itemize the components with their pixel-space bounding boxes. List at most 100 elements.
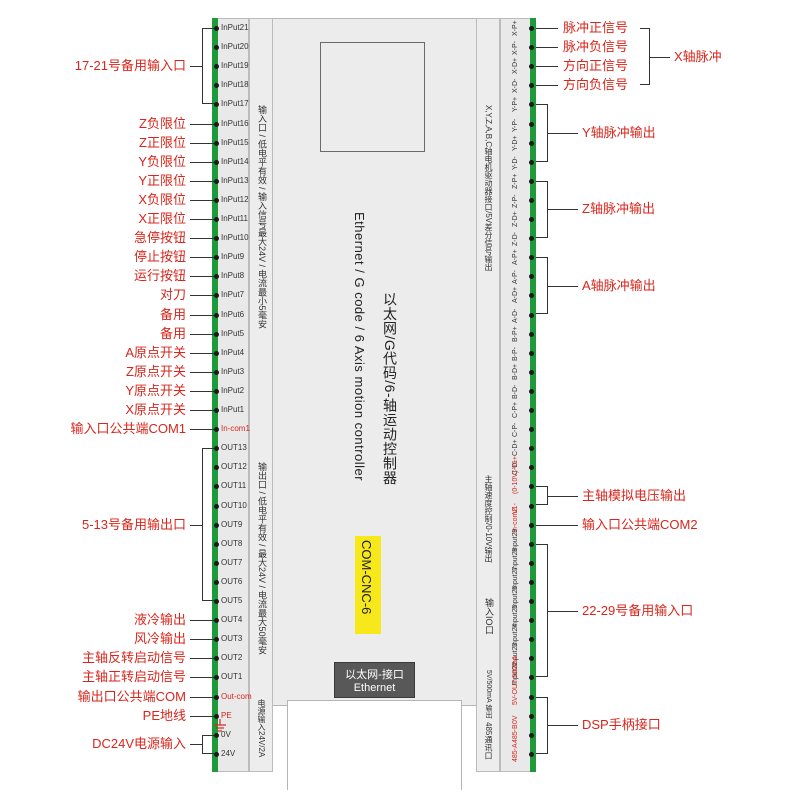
terminal-screw-icon[interactable] (529, 83, 534, 89)
terminal-screw-icon[interactable] (529, 293, 534, 299)
terminal-screw-icon[interactable] (529, 560, 534, 566)
annotation-spare5: 备用 (159, 325, 186, 341)
terminal-screw-icon[interactable] (214, 140, 219, 146)
terminal-screw-icon[interactable] (214, 121, 219, 127)
terminal-screw-icon[interactable] (529, 446, 534, 452)
terminal-screw-icon[interactable] (529, 408, 534, 413)
terminal-screw-icon[interactable] (529, 484, 534, 490)
terminal-screw-icon[interactable] (529, 331, 534, 337)
terminal-screw-icon[interactable] (214, 465, 219, 471)
terminal-screw-icon[interactable] (529, 274, 534, 280)
terminal-screw-icon[interactable] (529, 388, 534, 394)
leader-line (650, 56, 670, 58)
terminal-screw-icon[interactable] (529, 503, 534, 509)
terminal-screw-icon[interactable] (529, 121, 534, 127)
terminal-screw-icon[interactable] (214, 713, 219, 719)
terminal-screw-icon[interactable] (214, 446, 219, 452)
terminal-screw-icon[interactable] (529, 713, 534, 719)
terminal-screw-icon[interactable] (214, 312, 219, 318)
terminal-screw-icon[interactable] (529, 45, 534, 51)
terminal-screw-icon[interactable] (214, 197, 219, 203)
terminal-screw-icon[interactable] (214, 637, 219, 643)
terminal-screw-icon[interactable] (529, 694, 534, 700)
terminal-screw-icon[interactable] (214, 694, 219, 700)
terminal-screw-icon[interactable] (529, 732, 534, 738)
terminal-screw-icon[interactable] (214, 102, 219, 108)
terminal-screw-icon[interactable] (529, 751, 534, 757)
terminal-screw-icon[interactable] (529, 197, 534, 203)
terminal-screw-icon[interactable] (529, 675, 534, 681)
terminal-screw-icon[interactable] (529, 656, 534, 662)
terminal-screw-icon[interactable] (214, 503, 219, 509)
terminal-screw-icon[interactable] (214, 159, 219, 165)
terminal-screw-icon[interactable] (529, 140, 534, 146)
terminal-screw-icon[interactable] (529, 522, 534, 528)
terminal-screw-icon[interactable] (214, 560, 219, 566)
terminal-screw-icon[interactable] (214, 178, 219, 184)
terminal-screw-icon[interactable] (529, 541, 534, 547)
right-pin-label: X-D- (512, 78, 519, 94)
terminal-screw-icon[interactable] (214, 369, 219, 375)
terminal-screw-icon[interactable] (529, 579, 534, 585)
terminal-screw-icon[interactable] (529, 618, 534, 624)
input-port-note: 输入IO口 (484, 598, 494, 635)
annotation-inputs-22-29: 22-29号备用输入口 (582, 602, 694, 618)
terminal-screw-icon[interactable] (529, 427, 534, 433)
left-pin-label: OUT1 (221, 672, 243, 682)
terminal-screw-icon[interactable] (529, 217, 534, 222)
terminal-screw-icon[interactable] (214, 579, 219, 585)
left-pin-label: OUT5 (221, 596, 243, 605)
left-pin-label: OUT8 (221, 538, 243, 548)
terminal-screw-icon[interactable] (214, 45, 219, 51)
terminal-screw-icon[interactable] (214, 331, 219, 337)
terminal-screw-icon[interactable] (214, 522, 219, 528)
terminal-screw-icon[interactable] (214, 675, 219, 681)
terminal-screw-icon[interactable] (214, 217, 219, 222)
terminal-screw-icon[interactable] (214, 26, 219, 31)
terminal-screw-icon[interactable] (214, 255, 219, 261)
leader-line (190, 429, 214, 431)
terminal-screw-icon[interactable] (214, 236, 219, 242)
terminal-screw-icon[interactable] (214, 541, 219, 547)
terminal-screw-icon[interactable] (214, 751, 219, 757)
terminal-screw-icon[interactable] (529, 465, 534, 471)
terminal-screw-icon[interactable] (529, 26, 534, 31)
left-pin-label: InPut10 (221, 233, 249, 243)
terminal-screw-icon[interactable] (214, 293, 219, 299)
left-pin-label: 24V (221, 748, 236, 758)
terminal-screw-icon[interactable] (529, 64, 534, 70)
annotation-y-pos-limit: Y正限位 (138, 172, 186, 188)
terminal-screw-icon[interactable] (529, 312, 534, 318)
terminal-screw-icon[interactable] (214, 656, 219, 662)
annotation-y-home: Y原点开关 (125, 382, 186, 398)
terminal-screw-icon[interactable] (214, 618, 219, 624)
leader-line (536, 28, 558, 29)
leader-line (190, 620, 214, 622)
terminal-screw-icon[interactable] (214, 408, 219, 413)
terminal-screw-icon[interactable] (529, 159, 534, 165)
terminal-screw-icon[interactable] (529, 255, 534, 261)
terminal-screw-icon[interactable] (529, 178, 534, 184)
terminal-screw-icon[interactable] (214, 350, 219, 356)
terminal-screw-icon[interactable] (214, 484, 219, 490)
terminal-screw-icon[interactable] (214, 274, 219, 280)
leader-line (548, 610, 578, 612)
terminal-screw-icon[interactable] (214, 599, 219, 604)
left-pin-label: InPut4 (221, 347, 245, 357)
terminal-screw-icon[interactable] (214, 64, 219, 70)
terminal-screw-icon[interactable] (529, 102, 534, 108)
leader-line (190, 295, 214, 297)
terminal-screw-icon[interactable] (214, 83, 219, 89)
terminal-screw-icon[interactable] (529, 369, 534, 375)
terminal-screw-icon[interactable] (214, 732, 219, 738)
left-pin-label: InPut8 (221, 271, 245, 281)
terminal-screw-icon[interactable] (529, 236, 534, 242)
leader-line (190, 333, 214, 335)
terminal-screw-icon[interactable] (529, 350, 534, 356)
terminal-screw-icon[interactable] (214, 388, 219, 394)
left-pin-label: PE (221, 710, 232, 720)
terminal-screw-icon[interactable] (214, 427, 219, 433)
annotation-tool-set: 对刀 (159, 287, 186, 303)
terminal-screw-icon[interactable] (529, 637, 534, 643)
terminal-screw-icon[interactable] (529, 599, 534, 604)
